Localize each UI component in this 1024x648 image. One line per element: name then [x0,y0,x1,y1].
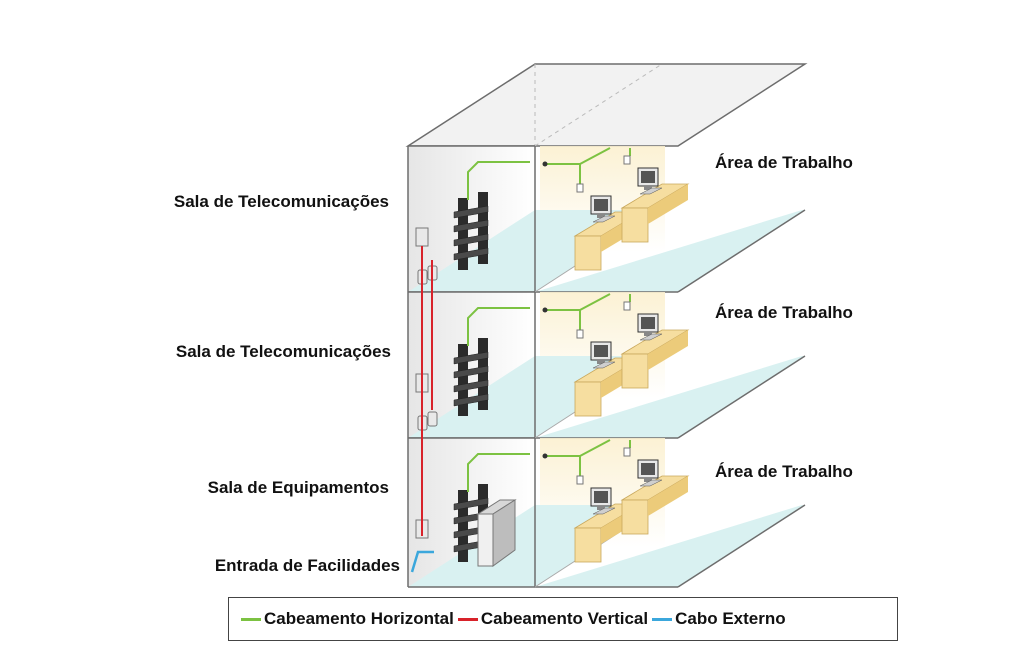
floor3-workstation-2 [620,155,690,243]
floor2-workstation-2 [620,301,690,389]
legend-item-vertical: Cabeamento Vertical [457,609,649,629]
roof [405,63,808,147]
legend-label-external: Cabo Externo [675,609,786,628]
vertical-backbone [421,246,433,536]
floor3-junction-box [415,227,429,247]
legend-label-vertical: Cabeamento Vertical [480,609,649,628]
legend-swatch-vertical [457,617,478,621]
legend-item-external: Cabo Externo [652,609,786,629]
floor3-horizontal-cabling [467,147,631,200]
room-label-floor1: Sala de Equipamentos [208,478,389,497]
external-cable [410,550,434,573]
legend-item-horizontal: Cabeamento Horizontal [241,609,454,629]
room-label-floor2: Sala de Telecomunicações [176,342,391,361]
room-label-floor3: Sala de Telecomunicações [174,192,389,211]
floor3-rack [453,192,489,270]
legend-swatch-horizontal [241,617,261,621]
entrance-label: Entrada de Facilidades [215,556,400,575]
floor1-horizontal-cabling [467,439,631,492]
floor2-horizontal-cabling [467,293,631,346]
work-area-label-floor3: Área de Trabalho [715,153,853,172]
floor3-right-floor [535,210,805,292]
floor1-level [407,437,806,588]
floor2-rack [453,338,489,416]
work-area-label-floor1: Área de Trabalho [715,462,853,481]
legend-swatch-external [652,617,673,621]
work-area-label-floor2: Área de Trabalho [715,303,853,322]
legend: Cabeamento Horizontal Cabeamento Vertica… [228,597,898,641]
floor2-right-floor [535,356,805,438]
floor1-right-floor [535,505,805,587]
floor1-workstation-2 [620,447,690,535]
floor2-level [407,291,806,439]
equipment-cabinet [476,499,517,567]
legend-label-horizontal: Cabeamento Horizontal [264,609,454,628]
